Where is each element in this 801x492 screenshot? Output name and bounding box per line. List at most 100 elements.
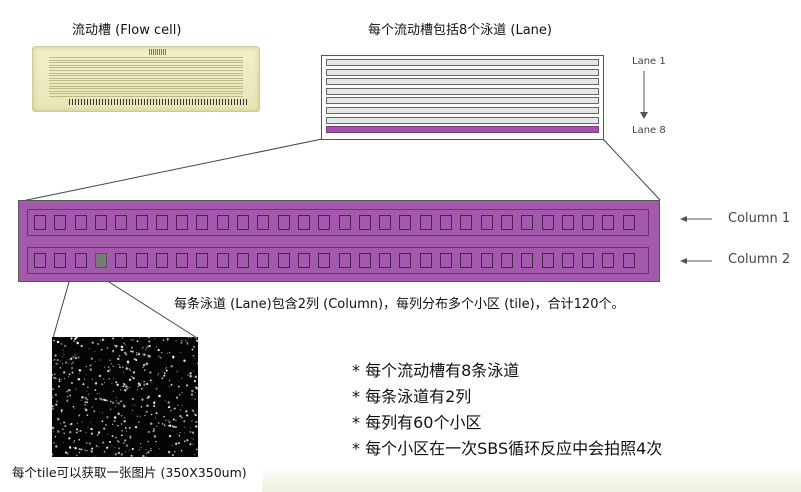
cluster-spot: [60, 409, 63, 412]
cluster-spot: [175, 396, 179, 399]
bullet-marker: *: [352, 387, 360, 406]
cluster-spot: [58, 378, 61, 380]
cluster-spot: [128, 449, 130, 451]
cluster-spot: [88, 393, 90, 395]
cluster-spot: [135, 358, 138, 362]
cluster-spot: [185, 384, 189, 387]
cluster-spot: [124, 344, 126, 346]
cluster-spot: [63, 371, 66, 374]
cluster-spot: [94, 361, 96, 363]
cluster-spot: [171, 454, 175, 457]
tile: [561, 253, 574, 268]
cluster-spot: [154, 338, 156, 340]
cluster-spot: [183, 359, 186, 362]
cluster-spot: [128, 368, 131, 370]
cluster-spot: [140, 415, 141, 417]
cluster-spot: [72, 405, 75, 408]
cluster-spot: [173, 450, 176, 453]
cluster-spot: [137, 421, 140, 423]
cluster-spot: [74, 408, 76, 410]
tile: [379, 253, 392, 268]
cluster-spot: [177, 385, 180, 388]
flow-cell-stripe: [49, 75, 243, 77]
cluster-spot: [63, 421, 66, 424]
lane-7: [326, 116, 599, 124]
cluster-spot: [135, 353, 138, 356]
cluster-spot: [169, 380, 171, 382]
cluster-spot: [168, 434, 172, 438]
cluster-spot: [184, 426, 186, 428]
cluster-spot: [189, 372, 192, 375]
bullet-marker: *: [352, 361, 360, 380]
flow-cell-barcode: [69, 99, 249, 105]
column-2-label: Column 2: [728, 252, 791, 267]
cluster-spot: [147, 355, 151, 358]
cluster-spot: [139, 443, 141, 445]
cluster-spot: [78, 438, 81, 441]
tile: [155, 215, 168, 230]
tile: [460, 253, 473, 268]
cluster-spot: [89, 421, 91, 423]
cluster-spot: [111, 445, 113, 447]
tile: [237, 253, 249, 268]
cluster-spot: [177, 442, 180, 445]
cluster-spot: [112, 365, 114, 368]
cluster-spot: [118, 366, 121, 369]
cluster-spot: [88, 348, 90, 350]
cluster-spot: [168, 421, 171, 424]
cluster-spot: [163, 415, 165, 418]
lane-5: [326, 97, 599, 105]
cluster-spot: [86, 390, 88, 392]
cluster-spot: [66, 452, 69, 455]
cluster-spot: [109, 370, 111, 372]
cluster-spot: [120, 423, 123, 425]
bullet-marker: *: [352, 413, 360, 432]
bullet-item: * 每列有60个小区: [352, 409, 662, 435]
cluster-spot: [64, 361, 68, 364]
cluster-spot: [176, 371, 178, 373]
tile: [196, 215, 209, 230]
cluster-spot: [191, 420, 193, 422]
cluster-spot: [124, 389, 127, 392]
cluster-spot: [109, 359, 111, 361]
cluster-spot: [168, 386, 170, 387]
flow-cell-stripe: [49, 64, 243, 66]
cluster-spot: [56, 400, 58, 403]
column-1-label: Column 1: [728, 211, 791, 226]
cluster-spot: [112, 351, 114, 353]
cluster-spot: [190, 393, 194, 396]
cluster-spot: [129, 369, 132, 372]
cluster-spot: [192, 443, 194, 445]
cluster-spot: [115, 344, 118, 348]
cluster-spot: [120, 414, 123, 417]
cluster-spot: [63, 378, 66, 380]
flow-cell-stripe: [49, 88, 243, 90]
cluster-spot: [110, 400, 112, 403]
tile-caption: 每个tile可以获取一张图片 (350X350um): [12, 465, 247, 480]
cluster-spot: [165, 368, 166, 369]
cluster-spot: [194, 391, 196, 393]
cluster-spot: [179, 415, 182, 418]
cluster-spot: [80, 448, 83, 451]
cluster-spot: [96, 342, 100, 346]
cluster-spot: [95, 444, 98, 447]
cluster-spot: [62, 442, 64, 444]
cluster-spot: [180, 450, 183, 452]
cluster-spot: [104, 399, 107, 402]
cluster-spot: [174, 407, 176, 410]
cluster-spot: [137, 352, 140, 354]
cluster-spot: [99, 359, 101, 361]
cluster-spot: [117, 425, 119, 427]
cluster-spot: [178, 393, 181, 396]
cluster-spot: [155, 388, 157, 391]
cluster-spot: [109, 408, 112, 411]
cluster-spot: [89, 449, 91, 451]
tile: [582, 253, 595, 268]
cluster-spot: [70, 337, 73, 340]
cluster-spot: [194, 413, 196, 416]
tile: [135, 253, 148, 268]
cluster-spot: [192, 354, 195, 357]
cluster-spot: [87, 394, 89, 396]
cluster-spot: [114, 452, 118, 456]
cluster-spot: [150, 449, 152, 452]
